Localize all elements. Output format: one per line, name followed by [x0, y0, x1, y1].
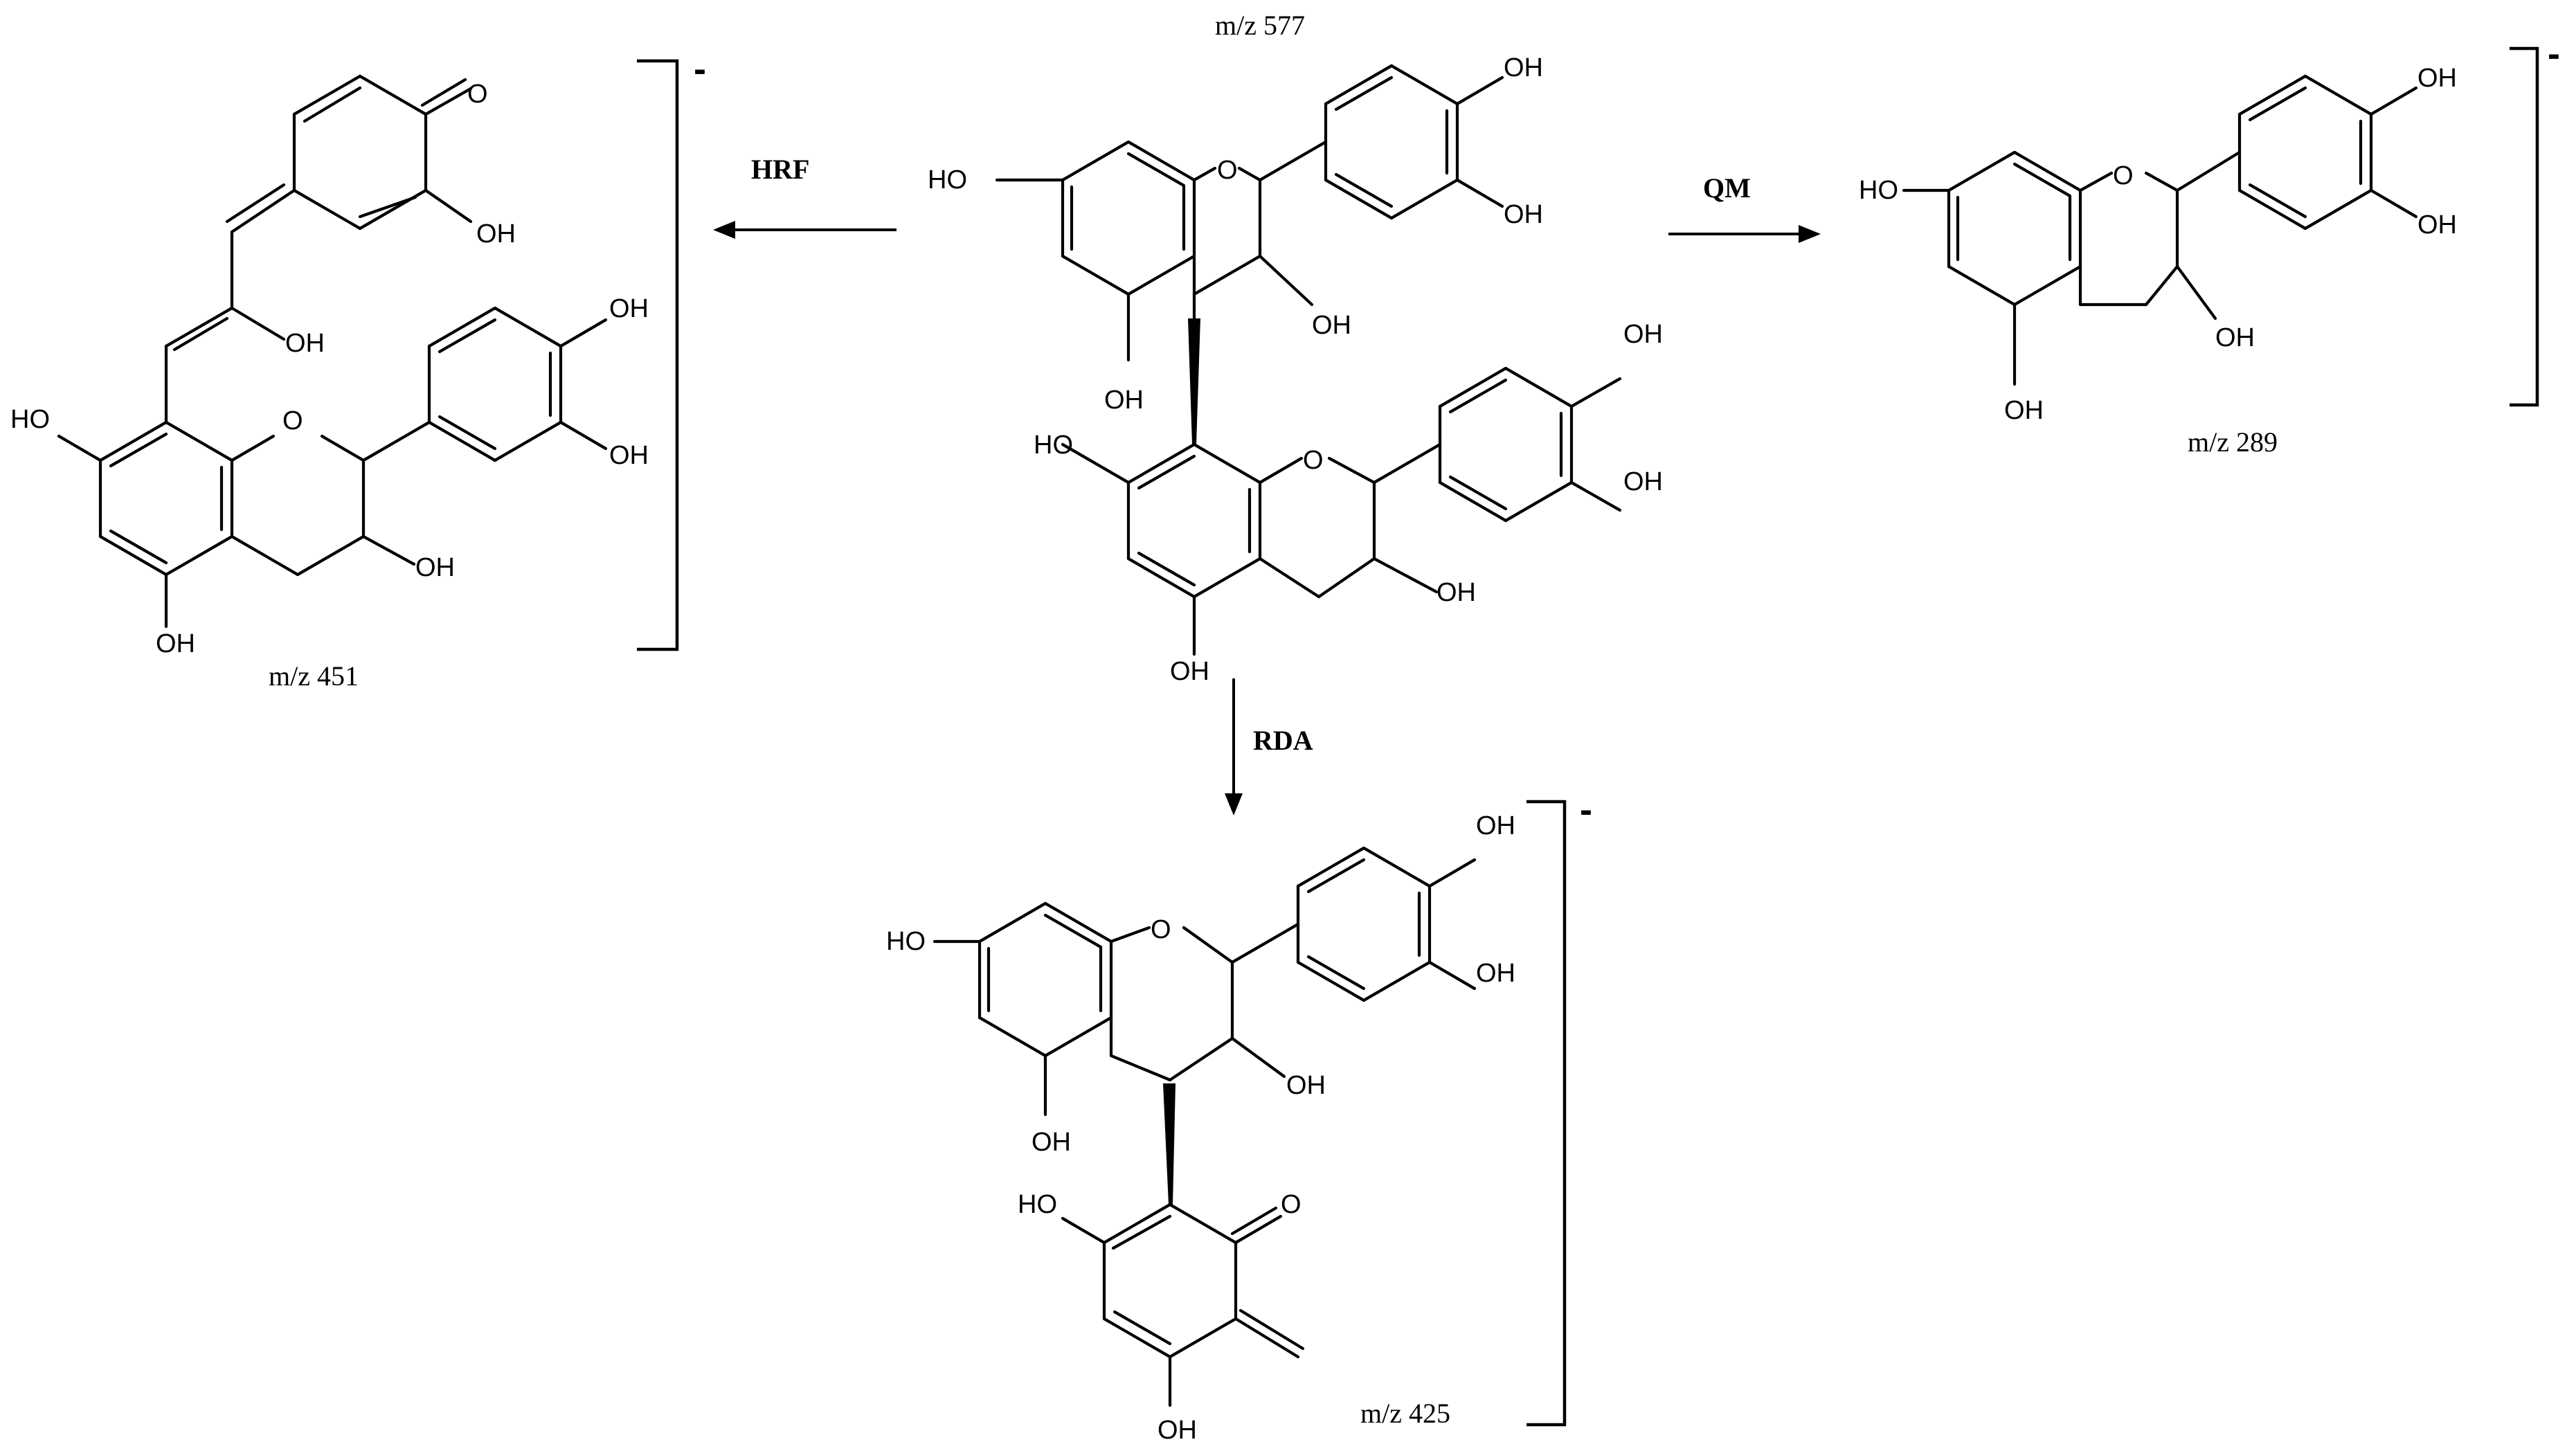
parent-oh-c3: OH [1312, 311, 1351, 340]
parent-oh-a5: OH [1104, 386, 1144, 415]
rda-ring-c [1109, 922, 1300, 1082]
parent-oh-e3: OH [1623, 467, 1663, 496]
rda-oh-c3: OH [1286, 1071, 1326, 1100]
qm-ring-c [2078, 150, 2242, 321]
parent-o-ring-a: O [1217, 156, 1238, 185]
parent-ring-f [1258, 442, 1442, 599]
rda-oh-a7: HO [886, 927, 926, 956]
rda-product: HO O OH OH OH OH HO O OH m/z 425 - [886, 789, 1592, 1445]
rda-wedge [1163, 1083, 1176, 1205]
parent-oh-b3: OH [1504, 200, 1543, 229]
rda-label: RDA [1253, 725, 1313, 756]
qm-oh-c3: OH [2215, 323, 2255, 352]
rda-o-ketone: O [1281, 1190, 1301, 1219]
hrf-oh-a7: HO [10, 405, 50, 434]
rda-arrow: RDA [1225, 678, 1313, 815]
parent-oh-a7: HO [928, 165, 967, 195]
qm-mz-label: m/z 289 [2188, 426, 2278, 458]
parent-oh-b4: OH [1504, 53, 1543, 82]
parent-ring-a [995, 140, 1196, 362]
parent-oh-d5: OH [1170, 657, 1209, 686]
rda-oh-a5: OH [1032, 1128, 1071, 1157]
parent-molecule: m/z 577 [928, 10, 1663, 686]
hrf-arrow: HRF [713, 154, 897, 239]
hrf-oh-b3: OH [609, 441, 649, 470]
parent-ring-c [1192, 140, 1328, 307]
parent-ring-e [1438, 366, 1622, 523]
parent-mz-label: m/z 577 [1215, 10, 1305, 41]
qm-oh-b3: OH [2417, 210, 2457, 240]
hrf-oh-quinone: OH [476, 219, 516, 249]
qm-o-ring: O [2113, 161, 2134, 190]
rda-oh-d1: HO [1018, 1190, 1057, 1219]
parent-oh-d7: HO [1034, 431, 1073, 460]
hrf-product: O OH OH HO O OH OH OH OH m/z 451 - [10, 48, 706, 692]
hrf-oh-a5: OH [156, 629, 195, 658]
qm-oh-a5: OH [2004, 396, 2044, 425]
qm-ring-a [1902, 150, 2082, 386]
rda-oh-b4: OH [1476, 811, 1515, 840]
rda-charge: - [1580, 789, 1592, 831]
rda-mz-label: m/z 425 [1360, 1398, 1450, 1429]
qm-label: QM [1703, 172, 1751, 204]
qm-ring-b [2237, 74, 2418, 231]
rda-oh-d3: OH [1158, 1416, 1197, 1445]
hrf-ring-a [57, 420, 234, 629]
hrf-oh-c3: OH [415, 553, 455, 582]
hrf-o-ring: O [282, 406, 303, 435]
rda-ring-a [933, 901, 1113, 1117]
rda-oh-b3: OH [1476, 959, 1515, 988]
hrf-ring-c [230, 420, 431, 577]
hrf-ring-b [427, 306, 608, 462]
qm-oh-b4: OH [2417, 64, 2457, 93]
parent-ring-b [1324, 64, 1504, 220]
hrf-o-quinone: O [467, 80, 488, 109]
hrf-quinone-ring [292, 74, 473, 231]
rda-o-ring: O [1151, 915, 1171, 944]
rda-ring-d [1061, 1202, 1305, 1407]
hrf-enol-chain [164, 183, 296, 424]
qm-oh-a7: HO [1859, 176, 1898, 205]
hrf-charge: - [694, 48, 706, 90]
hrf-mz-label: m/z 451 [269, 660, 359, 692]
qm-product: HO O OH OH OH OH m/z 289 - [1859, 33, 2560, 458]
hrf-bracket [637, 59, 679, 651]
qm-charge: - [2548, 33, 2560, 75]
qm-bracket [2510, 46, 2539, 407]
hrf-oh-b4: OH [609, 294, 649, 323]
hrf-oh-enol: OH [285, 329, 325, 358]
rda-ring-b [1296, 846, 1477, 1002]
parent-oh-e4: OH [1623, 320, 1663, 349]
parent-interflavan-wedge [1188, 318, 1200, 444]
parent-o-ring-d: O [1303, 446, 1324, 475]
parent-oh-f3: OH [1436, 578, 1476, 607]
qm-arrow: QM [1668, 172, 1821, 243]
rda-bracket [1526, 800, 1567, 1427]
parent-ring-d [1061, 442, 1262, 656]
hrf-label: HRF [751, 154, 809, 185]
